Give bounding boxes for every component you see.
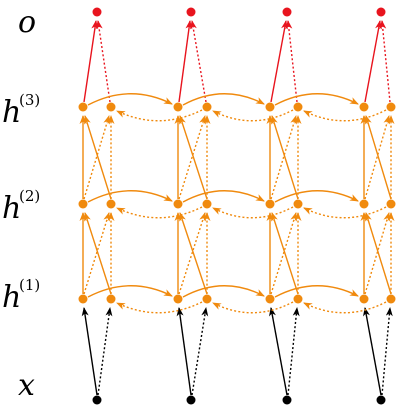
edge-input-to-h1-forward [363, 307, 382, 396]
edge-forward-to-backward-up [270, 212, 297, 295]
hidden-node-backward [293, 294, 303, 304]
edge-h3-backward-to-output [285, 20, 298, 103]
edge-input-to-h1-forward [176, 307, 192, 396]
edge-backward-to-forward-up [84, 115, 112, 200]
edge-h3-backward-to-output [189, 20, 207, 103]
hidden-node-backward [386, 199, 396, 209]
edge-backward-to-forward-up [365, 212, 392, 295]
edge-backward-recurrent [116, 109, 203, 122]
edge-forward-recurrent [274, 93, 359, 106]
edge-backward-recurrent [303, 206, 387, 219]
edge-forward-to-backward-up [364, 212, 391, 295]
edge-backward-to-forward-up [179, 115, 208, 200]
hidden-node-forward [78, 102, 88, 112]
edge-forward-to-backward-up [178, 115, 206, 200]
hidden-node-forward [78, 294, 88, 304]
edge-forward-recurrent [87, 285, 173, 298]
output-node [186, 7, 196, 17]
edge-backward-to-forward-up [84, 212, 112, 295]
edge-h3-forward-to-output [364, 20, 382, 103]
edge-forward-to-backward-up [270, 115, 298, 200]
hidden-node-forward [359, 294, 369, 304]
edge-forward-recurrent [87, 190, 173, 203]
edge-backward-to-forward-up [271, 212, 299, 295]
hidden-node-backward [106, 294, 116, 304]
hidden-node-backward [386, 294, 396, 304]
edge-input-to-h1-forward [269, 307, 288, 396]
edge-backward-recurrent [212, 301, 294, 314]
hidden-node-backward [386, 102, 396, 112]
edge-h3-backward-to-output [95, 20, 111, 103]
edge-forward-recurrent [182, 190, 265, 203]
hidden-node-forward [173, 102, 183, 112]
output-node [282, 7, 292, 17]
edge-input-to-h1-backward [381, 307, 393, 396]
edge-h3-forward-to-output [83, 20, 99, 103]
hidden-node-forward [173, 199, 183, 209]
edge-input-to-h1-forward [81, 307, 98, 396]
edge-forward-to-backward-up [178, 212, 206, 295]
input-node [92, 395, 102, 405]
label-input: x [18, 368, 35, 403]
label-h1-base: h [2, 280, 21, 315]
edge-forward-recurrent [182, 93, 265, 106]
edge-forward-to-backward-up [83, 115, 111, 200]
edge-forward-recurrent [274, 285, 359, 298]
hidden-node-backward [293, 102, 303, 112]
edge-backward-to-forward-up [179, 212, 208, 295]
hidden-node-forward [359, 102, 369, 112]
hidden-node-backward [202, 102, 212, 112]
edges-layer [79, 20, 395, 396]
edge-backward-to-forward-up [271, 115, 299, 200]
hidden-node-forward [78, 199, 88, 209]
edge-h3-forward-to-output [270, 20, 288, 103]
hidden-node-forward [173, 294, 183, 304]
edge-input-to-h1-backward [191, 307, 209, 396]
label-h2-sup: (2) [19, 187, 40, 205]
hidden-node-backward [106, 199, 116, 209]
hidden-node-backward [293, 199, 303, 209]
label-h3-sup: (3) [19, 91, 40, 109]
hidden-node-forward [359, 199, 369, 209]
edge-forward-recurrent [182, 285, 265, 298]
hidden-node-backward [106, 102, 116, 112]
edge-input-to-h1-backward [97, 307, 113, 396]
edge-backward-recurrent [212, 206, 294, 219]
edge-forward-to-backward-up [364, 115, 391, 200]
label-h2-base: h [2, 191, 21, 226]
edge-forward-to-backward-up [83, 212, 110, 295]
edge-h3-forward-to-output [178, 20, 193, 103]
edge-backward-recurrent [303, 301, 387, 314]
output-node [92, 7, 102, 17]
hidden-node-forward [265, 199, 275, 209]
edge-backward-to-forward-up [364, 115, 392, 200]
label-h3: h (3) [2, 91, 40, 130]
output-node [376, 7, 386, 17]
edge-input-to-h1-backward [287, 307, 300, 396]
label-h1-sup: (1) [19, 276, 40, 294]
edge-backward-recurrent [116, 206, 203, 219]
edge-backward-recurrent [212, 109, 294, 122]
hidden-node-forward [265, 102, 275, 112]
edge-h3-backward-to-output [379, 20, 391, 103]
nodes-layer [78, 7, 396, 405]
input-node [282, 395, 292, 405]
hidden-node-forward [265, 294, 275, 304]
label-h3-base: h [2, 95, 21, 130]
label-h1: h (1) [2, 276, 40, 315]
input-node [376, 395, 386, 405]
label-h2: h (2) [2, 187, 40, 226]
label-output: o [18, 5, 36, 40]
edge-backward-recurrent [116, 301, 203, 314]
edge-forward-recurrent [87, 93, 173, 106]
hidden-node-backward [202, 294, 212, 304]
edge-forward-recurrent [274, 190, 359, 203]
input-node [186, 395, 196, 405]
edge-backward-recurrent [303, 109, 387, 122]
hidden-node-backward [202, 199, 212, 209]
